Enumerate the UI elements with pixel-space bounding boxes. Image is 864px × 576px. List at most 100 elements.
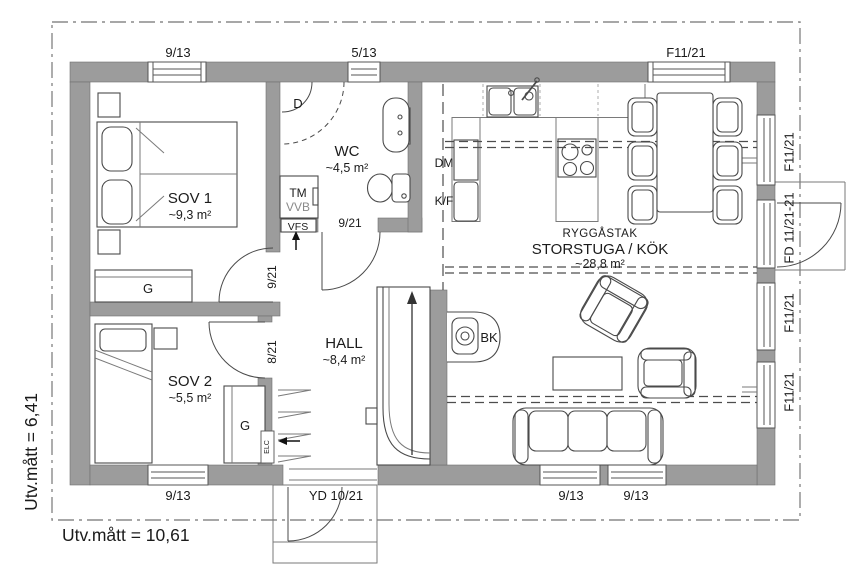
door-swings [208, 231, 381, 379]
wc-door-swing [321, 231, 381, 291]
living-furniture [447, 275, 697, 466]
vfs-unit [280, 218, 317, 250]
label-door: 9/21 [265, 265, 279, 289]
label-water-heater: VVB [286, 200, 310, 214]
window-bottom-1 [147, 464, 209, 486]
room-area-sov2: ~5,5 m² [169, 391, 212, 405]
window-right-1 [756, 114, 776, 186]
stair-up-arrow-icon [407, 291, 417, 304]
window-top-2 [347, 61, 381, 83]
patio-landing [775, 181, 846, 271]
sov1-door-swing [218, 247, 274, 303]
counter-left-arm [451, 117, 481, 222]
wc-fixtures [279, 81, 411, 250]
label-entry-door: YD 10/21 [309, 488, 363, 503]
counter-right-arm [555, 117, 599, 222]
dining-chair [712, 185, 743, 225]
dimension-horizontal: Utv.mått = 10,61 [62, 525, 190, 545]
hall-items [260, 286, 431, 466]
label-window: F11/21 [782, 132, 797, 172]
label-shower: D [293, 96, 302, 111]
dishwasher-unit [453, 139, 479, 181]
labels: 9/13 5/13 F11/21 F11/21 FD 11/21-21 F11/… [21, 45, 797, 545]
wardrobe-sov1 [94, 269, 193, 303]
window-top-3 [647, 61, 731, 83]
nightstand [97, 92, 121, 118]
sov2-furniture [94, 323, 266, 464]
room-area-sov1: ~9,3 m² [169, 208, 212, 222]
dining-chair [627, 97, 658, 137]
door-right-fd [756, 199, 776, 269]
label-window: F11/21 [782, 372, 797, 412]
armchair-1 [579, 275, 649, 343]
label-window: 5/13 [351, 45, 376, 60]
label-door: 9/21 [338, 216, 362, 230]
dining-chair [712, 97, 743, 137]
kitchen [451, 77, 646, 222]
label-wardrobe-sov1: G [143, 281, 153, 296]
ceiling-note: RYGGÅSTAK [562, 227, 637, 240]
window-right-2 [756, 282, 776, 351]
nightstand [153, 327, 178, 350]
dining-chair [627, 185, 658, 225]
entry-porch [272, 468, 378, 564]
shower-swing-dashed [281, 81, 345, 145]
label-electrical: ELC [264, 440, 271, 454]
label-window: F11/21 [666, 45, 706, 60]
label-door: 8/21 [265, 340, 279, 364]
dining-chair [712, 141, 743, 181]
dining-set [627, 92, 743, 225]
coat-rack [277, 389, 312, 463]
window-bottom-3 [607, 464, 667, 486]
coffee-table [552, 356, 623, 391]
room-name-storstuga: STORSTUGA / KÖK [532, 240, 668, 258]
fridge-freezer-unit [453, 181, 479, 222]
window-bottom-2 [539, 464, 601, 486]
label-washing-machine: TM [289, 186, 306, 200]
double-bed [96, 121, 238, 228]
label-dishwasher: DM [435, 156, 454, 170]
room-name-hall: HALL [325, 335, 363, 352]
stove [557, 138, 597, 178]
washer-waterheater-unit [279, 175, 319, 219]
room-area-storstuga: ~28,8 m² [575, 257, 625, 271]
label-vfs: VFS [288, 221, 308, 233]
single-bed [94, 323, 153, 464]
label-door: FD 11/21-21 [782, 192, 797, 263]
dining-table [656, 92, 714, 213]
room-name-sov2: SOV 2 [168, 373, 212, 390]
label-window: F11/21 [782, 293, 797, 333]
washbasin [382, 97, 411, 153]
wardrobe-sov2 [223, 385, 266, 464]
label-wardrobe-sov2: G [240, 418, 250, 433]
sofa [512, 407, 664, 466]
radiator-marks [742, 157, 757, 393]
room-name-wc: WC [335, 143, 360, 160]
windows [147, 61, 776, 486]
sov2-door-swing [208, 321, 266, 379]
stairs [365, 286, 431, 466]
armchair-2 [637, 347, 697, 399]
dimension-vertical: Utv.mått = 6,41 [21, 393, 41, 511]
exterior-walls [69, 61, 776, 486]
label-window: 9/13 [165, 488, 190, 503]
window-top-1 [147, 61, 207, 83]
dining-chair [627, 141, 658, 181]
shower-swing [281, 81, 313, 113]
room-area-hall: ~8,4 m² [323, 353, 366, 367]
left-arrow-icon [278, 437, 287, 445]
sov1-furniture [94, 92, 238, 303]
toilet [366, 173, 411, 203]
label-window: 9/13 [623, 488, 648, 503]
label-fridge-freezer: K/F [435, 194, 454, 208]
room-name-sov1: SOV 1 [168, 190, 212, 207]
label-window: 9/13 [165, 45, 190, 60]
fireplace [447, 311, 501, 363]
kitchen-sink [486, 77, 540, 118]
window-right-3 [756, 361, 776, 429]
nightstand [97, 229, 121, 255]
plot-boundary-line [51, 21, 801, 521]
up-arrow-icon [292, 231, 300, 240]
